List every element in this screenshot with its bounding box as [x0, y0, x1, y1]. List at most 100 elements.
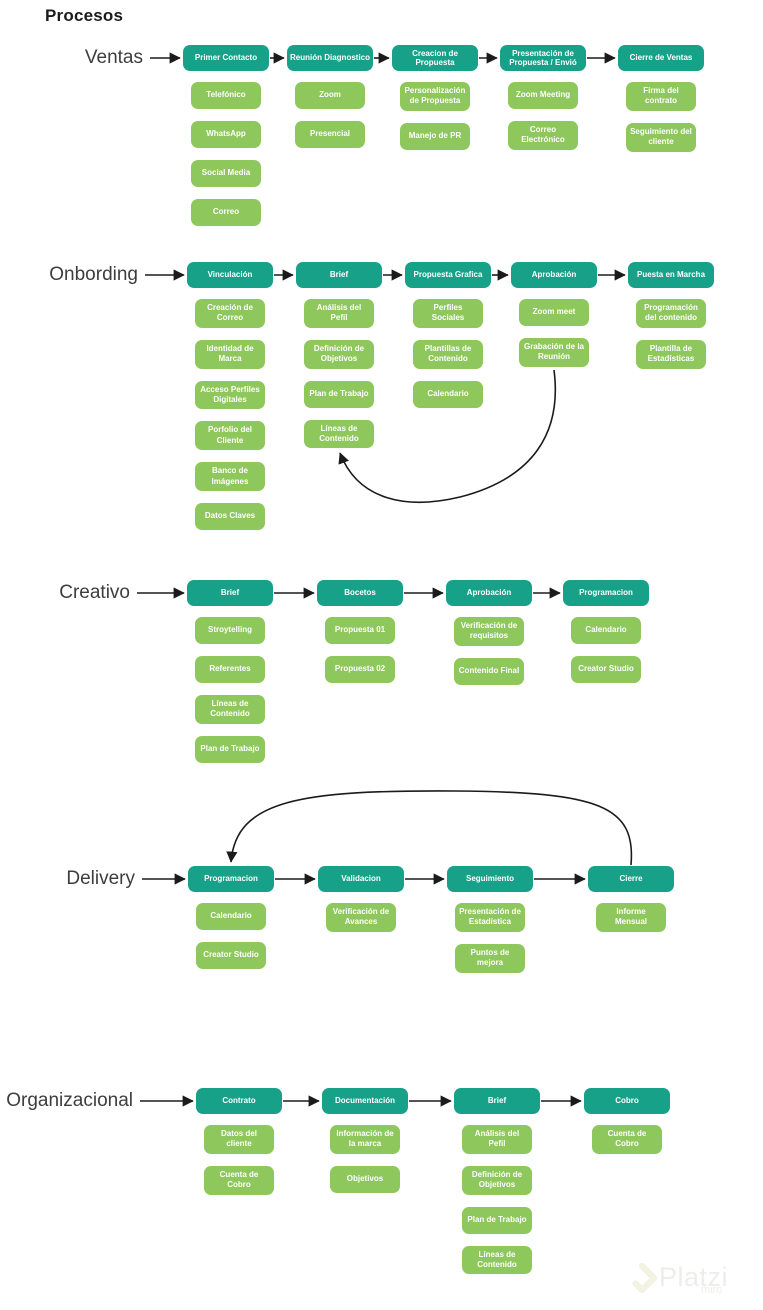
sub-box[interactable]: Informe Mensual	[596, 903, 666, 932]
step-box[interactable]: Propuesta Grafica	[405, 262, 491, 288]
step-box[interactable]: Brief	[454, 1088, 540, 1114]
sub-box[interactable]: Grabación de la Reunión	[519, 338, 589, 367]
sub-box[interactable]: Análisis del Pefil	[304, 299, 374, 328]
sub-box[interactable]: Plantilla de Estadísticas	[636, 339, 706, 369]
step-box[interactable]: Contrato	[196, 1088, 282, 1114]
step-box[interactable]: Seguimiento	[447, 866, 533, 892]
sub-box[interactable]: Manejo de PR	[400, 122, 470, 150]
cierre-loop-to-programacion	[226, 790, 633, 866]
step-box[interactable]: Bocetos	[317, 580, 403, 606]
sub-box[interactable]: Objetivos	[330, 1165, 400, 1193]
sub-box[interactable]: Plan de Trabajo	[195, 735, 265, 763]
sub-box[interactable]: Contenido Final	[454, 657, 524, 685]
sub-box[interactable]: WhatsApp	[191, 121, 261, 148]
step-box[interactable]: Aprobación	[446, 580, 532, 606]
sub-box[interactable]: Seguimiento del cliente	[626, 122, 696, 152]
sub-box[interactable]: Identidad de Marca	[195, 339, 265, 369]
sub-box[interactable]: Plan de Trabajo	[304, 380, 374, 408]
sub-box[interactable]: Puntos de mejora	[455, 943, 525, 973]
sub-box[interactable]: Cuenta de Cobro	[204, 1165, 274, 1195]
step-box[interactable]: Cierre de Ventas	[618, 45, 704, 71]
step-box[interactable]: Programacion	[188, 866, 274, 892]
sub-box[interactable]: Perfiles Sociales	[413, 299, 483, 328]
sub-box[interactable]: Definición de Objetivos	[304, 339, 374, 369]
step-box[interactable]: Brief	[187, 580, 273, 606]
sub-box[interactable]: Personalización de Propuesta	[400, 82, 470, 111]
step-box[interactable]: Presentación de Propuesta / Envió	[500, 45, 586, 71]
sub-box[interactable]: Zoom	[295, 82, 365, 109]
sub-box[interactable]: Acceso Perfiles Digitales	[195, 380, 265, 410]
step-box[interactable]: Puesta en Marcha	[628, 262, 714, 288]
sub-box[interactable]: Información de la marca	[330, 1125, 400, 1154]
sub-box[interactable]: Verificación de Avances	[326, 903, 396, 932]
sub-box[interactable]: Líneas de Contenido	[195, 695, 265, 724]
step-box[interactable]: Programacion	[563, 580, 649, 606]
sub-box[interactable]: Plan de Trabajo	[462, 1206, 532, 1234]
sub-box[interactable]: Plantillas de Contenido	[413, 339, 483, 369]
section-label-onbording[interactable]: Onbording	[49, 264, 138, 285]
sub-box[interactable]: Calendario	[413, 380, 483, 408]
sub-box[interactable]: Telefónico	[191, 82, 261, 109]
sub-box[interactable]: Stroytelling	[195, 617, 265, 644]
step-box[interactable]: Primer Contacto	[183, 45, 269, 71]
step-box[interactable]: Cobro	[584, 1088, 670, 1114]
sub-box[interactable]: Referentes	[195, 656, 265, 683]
sub-box[interactable]: Datos Claves	[195, 502, 265, 530]
sub-box[interactable]: Programación del contenido	[636, 299, 706, 328]
sub-box[interactable]: Correo	[191, 199, 261, 226]
step-box[interactable]: Brief	[296, 262, 382, 288]
substep-column: Cuenta de Cobro	[592, 1125, 662, 1154]
sub-box[interactable]: Datos del cliente	[204, 1125, 274, 1154]
sub-box[interactable]: Verificación de requisitos	[454, 617, 524, 646]
sub-box[interactable]: Definición de Objetivos	[462, 1165, 532, 1195]
sub-box[interactable]: Zoom meet	[519, 299, 589, 326]
sub-box[interactable]: Zoom Meeting	[508, 82, 578, 109]
sub-box[interactable]: Porfolio del Cliente	[195, 421, 265, 451]
step-box[interactable]: Validacion	[318, 866, 404, 892]
sub-box[interactable]: Firma del contrato	[626, 82, 696, 111]
watermark-sub: miro	[701, 1284, 723, 1296]
step-box[interactable]: Vinculación	[187, 262, 273, 288]
step-box[interactable]: Aprobación	[511, 262, 597, 288]
sub-box[interactable]: Líneas de Contenido	[304, 419, 374, 449]
step-box[interactable]: Documentación	[322, 1088, 408, 1114]
section-label-organizacional[interactable]: Organizacional	[6, 1090, 133, 1111]
platzi-logo-icon	[632, 1262, 658, 1293]
sub-box[interactable]: Calendario	[196, 903, 266, 930]
step-box[interactable]: Reunión Diagnostico	[287, 45, 373, 71]
sub-box[interactable]: Análisis del Pefil	[462, 1125, 532, 1154]
sub-box[interactable]: Presencial	[295, 121, 365, 148]
substep-column: Verificación de Avances	[326, 903, 396, 932]
section-label-delivery[interactable]: Delivery	[66, 868, 135, 889]
sub-box[interactable]: Propuesta 02	[325, 656, 395, 683]
sub-box[interactable]: Calendario	[571, 617, 641, 644]
sub-box[interactable]: Presentación de Estadística	[455, 903, 525, 932]
sub-box[interactable]: Social Media	[191, 160, 261, 187]
sub-box[interactable]: Creación de Correo	[195, 299, 265, 328]
sub-box[interactable]: Líneas de Contenido	[462, 1245, 532, 1275]
sub-box[interactable]: Cuenta de Cobro	[592, 1125, 662, 1154]
step-box[interactable]: Cierre	[588, 866, 674, 892]
sub-box[interactable]: Correo Electrónico	[508, 121, 578, 150]
watermark-brand: Platzi	[659, 1262, 729, 1292]
platzi-watermark: Platzi miro	[625, 1250, 760, 1305]
sub-box[interactable]: Propuesta 01	[325, 617, 395, 644]
step-box[interactable]: Creacion de Propuesta	[392, 45, 478, 71]
section-label-creativo[interactable]: Creativo	[59, 582, 130, 603]
sub-box[interactable]: Banco de Imágenes	[195, 462, 265, 491]
sub-box[interactable]: Creator Studio	[571, 656, 641, 683]
section-label-ventas[interactable]: Ventas	[84, 47, 143, 68]
sub-box[interactable]: Creator Studio	[196, 942, 266, 969]
